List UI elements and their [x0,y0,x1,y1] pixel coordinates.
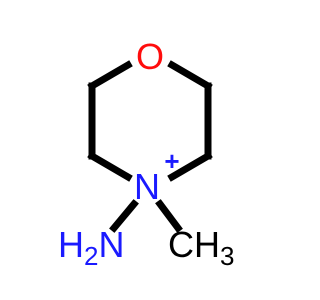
amino-subscript-label: 2 [84,241,98,271]
background [0,0,300,300]
oxygen-atom-label: O [136,36,164,77]
methyl-ch-label: CH [168,224,220,265]
bond-lower-left-n [87,151,133,182]
molecule-diagram: O N + H2N CH3 [0,0,300,300]
amino-h-label: H [58,224,84,265]
bond-lower-right-n [167,151,213,182]
bond-o-upper-right [167,60,213,91]
ring-nitrogen-label: N [134,166,160,207]
amino-group-label: H2N [58,224,124,271]
methyl-group-label: CH3 [168,224,234,271]
bond-n-methyl [155,199,183,233]
bond-o-upper-left [87,60,133,91]
positive-charge-label: + [164,146,179,176]
methyl-subscript-label: 3 [220,241,234,271]
bonds [87,60,213,233]
amino-n-label: N [98,224,124,265]
bond-n-amino [109,199,139,233]
